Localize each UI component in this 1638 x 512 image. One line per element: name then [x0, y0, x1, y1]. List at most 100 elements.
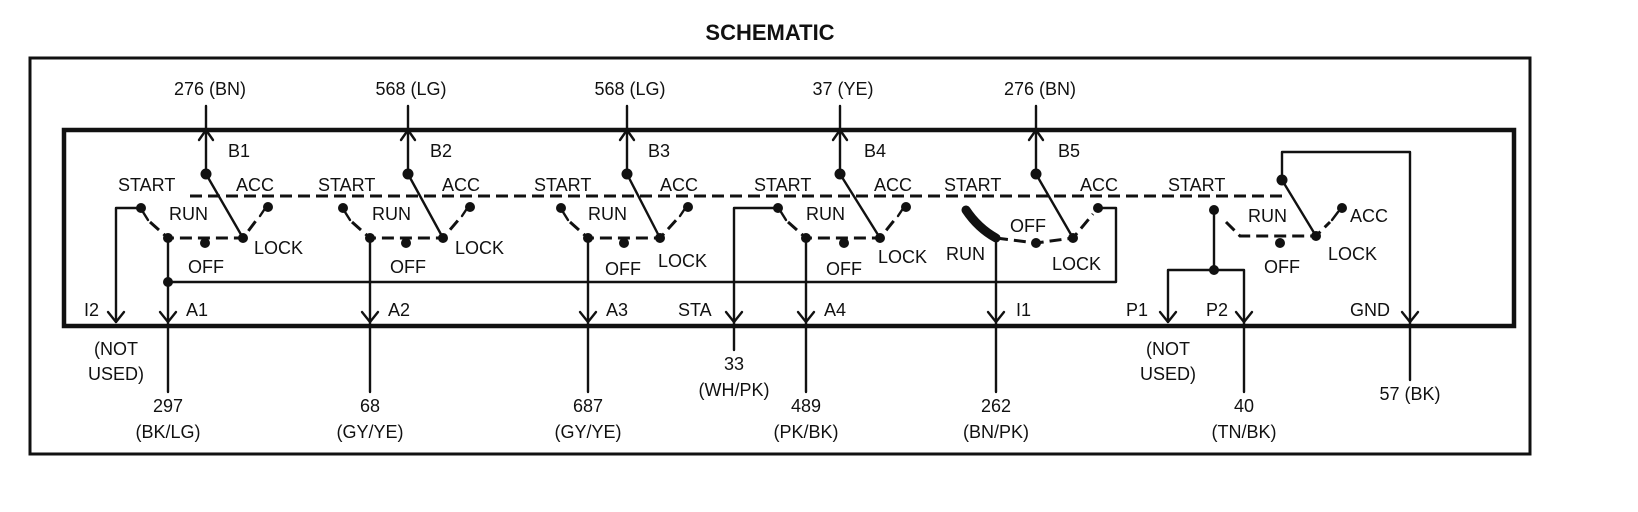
- lock-label: LOCK: [1328, 244, 1377, 264]
- wire-number: 40: [1234, 396, 1254, 416]
- p2-label: P2: [1206, 300, 1228, 320]
- contact-stub: [141, 210, 150, 222]
- terminal-arrow: [158, 310, 178, 324]
- off-label: OFF: [188, 257, 224, 277]
- wire-color: (GY/YE): [336, 422, 403, 442]
- start-label: START: [1168, 175, 1225, 195]
- start-label: START: [754, 175, 811, 195]
- off-contact: [401, 238, 411, 248]
- off-contact: [200, 238, 210, 248]
- outer-frame: [28, 56, 1532, 456]
- sta-label: STA: [678, 300, 712, 320]
- a3-label: A3: [606, 300, 628, 320]
- i2-terminal: I2 (NOT USED): [84, 206, 144, 384]
- a4-label: A4: [824, 300, 846, 320]
- i1-terminal: I1 262 (BN/PK): [963, 236, 1031, 442]
- wire-number: 68: [360, 396, 380, 416]
- switch-5: 276 (BN) B5 START ACC OFF RUN LOCK: [944, 79, 1118, 274]
- off-label: OFF: [605, 259, 641, 279]
- acc-contact: [901, 202, 911, 212]
- i2-label: I2: [84, 300, 99, 320]
- sta-wire: [732, 206, 780, 352]
- sta-terminal: STA 33 (WH/PK): [678, 206, 780, 400]
- battery-wire-label: 276 (BN): [1004, 79, 1076, 99]
- off-contact: [1031, 238, 1041, 248]
- wire-color: (GY/YE): [554, 422, 621, 442]
- lock-contact: [1311, 231, 1321, 241]
- switch-2: 568 (LG) B2 START ACC RUN OFF LOCK: [318, 79, 504, 277]
- switch-4: 37 (YE) B4 START ACC RUN OFF LOCK: [754, 79, 927, 279]
- terminal-arrow: [106, 310, 126, 324]
- wire-color: (BN/PK): [963, 422, 1029, 442]
- wire-color: (WH/PK): [699, 380, 770, 400]
- lock-contact: [1068, 233, 1078, 243]
- a1-terminal: A1 297 (BK/LG): [135, 206, 1118, 442]
- lock-contact: [655, 233, 665, 243]
- acc-contact: [1337, 203, 1347, 213]
- battery-terminal-label: B2: [430, 141, 452, 161]
- p-terminals: P1 P2 (NOT USED) 40 (TN/BK): [1126, 208, 1277, 442]
- wire-color: (PK/BK): [773, 422, 838, 442]
- start-contact: [556, 203, 566, 213]
- wire-number: 687: [573, 396, 603, 416]
- start-contact: [338, 203, 348, 213]
- gnd-terminal: GND 57 (BK): [1350, 300, 1441, 404]
- switch-blade: [406, 172, 445, 240]
- a4-terminal: A4 489 (PK/BK): [773, 236, 846, 442]
- terminal-arrow: [360, 310, 380, 324]
- start-run-contact-bar: [961, 205, 1001, 243]
- i2-note-line-1: (NOT: [94, 339, 138, 359]
- switch-blade: [625, 172, 662, 240]
- off-label: OFF: [1010, 216, 1046, 236]
- p1-label: P1: [1126, 300, 1148, 320]
- gnd-label: GND: [1350, 300, 1390, 320]
- acc-label: ACC: [1350, 206, 1388, 226]
- acc-contact: [1093, 203, 1103, 213]
- gnd-wire: [1280, 150, 1412, 324]
- off-contact: [839, 238, 849, 248]
- i2-note-line-2: USED): [88, 364, 144, 384]
- off-label: OFF: [826, 259, 862, 279]
- terminal-arrow: [796, 310, 816, 324]
- a3-terminal: A3 687 (GY/YE): [554, 236, 628, 442]
- wire-color: (BK/LG): [135, 422, 200, 442]
- gnd-wire-label: 57 (BK): [1379, 384, 1440, 404]
- terminal-arrow: [724, 310, 744, 324]
- acc-label: ACC: [236, 175, 274, 195]
- p1-note-line-2: USED): [1140, 364, 1196, 384]
- acc-label: ACC: [442, 175, 480, 195]
- acc-label: ACC: [874, 175, 912, 195]
- wire-number: 297: [153, 396, 183, 416]
- contact-stub: [561, 210, 570, 222]
- run-bus-wire: [166, 206, 1118, 284]
- switch-3: 568 (LG) B3 START ACC RUN OFF LOCK: [534, 79, 707, 279]
- lock-contact: [875, 233, 885, 243]
- terminal-arrow: [1027, 128, 1045, 142]
- contact-arc: [995, 213, 1095, 245]
- battery-terminal-label: B1: [228, 141, 250, 161]
- lock-label: LOCK: [878, 247, 927, 267]
- terminal-arrow: [1158, 310, 1178, 324]
- lock-label: LOCK: [658, 251, 707, 271]
- start-label: START: [534, 175, 591, 195]
- switch-blade: [1280, 178, 1318, 238]
- switch-blade: [204, 172, 245, 240]
- off-label: OFF: [1264, 257, 1300, 277]
- lock-contact: [438, 233, 448, 243]
- battery-wire-label: 37 (YE): [812, 79, 873, 99]
- switch-6: START ACC RUN OFF LOCK: [1168, 150, 1412, 324]
- acc-contact: [683, 202, 693, 212]
- p1-note-line-1: (NOT: [1146, 339, 1190, 359]
- battery-wire-label: 568 (LG): [375, 79, 446, 99]
- wire-number: 489: [791, 396, 821, 416]
- terminal-arrow: [197, 128, 215, 142]
- p-wire: [1166, 268, 1246, 394]
- run-label: RUN: [1248, 206, 1287, 226]
- lock-label: LOCK: [455, 238, 504, 258]
- terminal-arrow: [578, 310, 598, 324]
- acc-label: ACC: [660, 175, 698, 195]
- schematic-title: SCHEMATIC: [705, 20, 834, 45]
- contact-stub: [343, 210, 352, 222]
- terminal-arrow: [399, 128, 417, 142]
- a2-terminal: A2 68 (GY/YE): [336, 236, 410, 442]
